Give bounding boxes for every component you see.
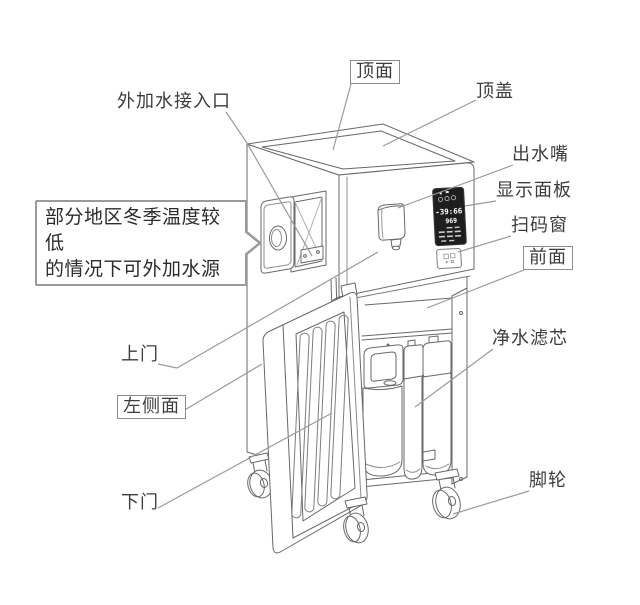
water-inlet-recess [290,190,327,273]
outlet-nozzle-shape [377,203,406,251]
leader-left-side [182,363,263,412]
caster-middle [343,496,369,544]
label-lower-door: 下门 [121,492,159,513]
leader-lines [157,83,530,515]
qr-window-shape [436,248,462,269]
leader-caster [452,490,530,515]
label-top-cover: 顶盖 [476,81,514,102]
note-bubble: 部分地区冬季温度较低 的情况下可外加水源 [35,200,262,286]
leader-top-face [332,83,352,151]
display-readout-main: -39:66 [435,206,463,216]
label-caster: 脚轮 [529,470,567,491]
display-status-rows [438,226,462,242]
display-screen: -39:66 969 [432,186,467,247]
filter-cartridges [362,335,452,480]
leader-outlet-nozzle [397,164,514,209]
label-outlet-nozzle: 出水嘴 [512,144,569,165]
leader-water-inlet [225,111,313,257]
label-left-side: 左侧面 [117,395,186,419]
leader-lower-door [157,412,333,509]
leader-upper-door [157,251,379,369]
label-front-face: 前面 [523,246,573,270]
caster-right [432,468,461,520]
label-upper-door: 上门 [121,344,159,365]
caster-left [247,452,273,499]
label-display-panel: 显示面板 [496,180,572,201]
leader-filter [414,348,494,408]
leader-front-face [426,269,525,309]
note-line-2: 的情况下可外加水源 [45,258,221,280]
leader-display-panel [464,200,497,207]
leader-qr-window [457,235,512,253]
label-water-inlet: 外加水接入口 [117,91,231,112]
label-qr-window: 扫码窗 [511,215,568,236]
display-readout-sub: 969 [445,217,457,226]
leader-top-cover [382,99,477,147]
label-filter-cartridge: 净水滤芯 [492,328,568,349]
label-top-face: 顶面 [350,60,400,84]
note-line-1: 部分地区冬季温度较低 [45,206,221,254]
water-inlet-door [260,196,295,274]
